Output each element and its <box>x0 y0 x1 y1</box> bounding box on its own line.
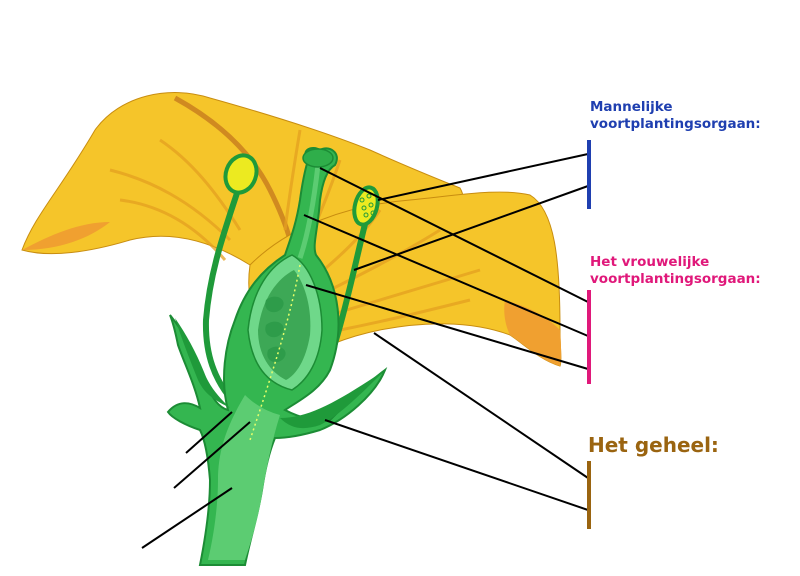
female-organ-label-line2: voortplantingsorgaan: <box>590 271 761 287</box>
leader-right-anther <box>377 153 589 201</box>
male-organ-label-line1: Mannelijke <box>590 99 673 115</box>
male-organ-label: Mannelijke voortplantingsorgaan: <box>590 99 761 133</box>
left-stamen-filament <box>202 189 241 402</box>
leader-receptacle-3 <box>141 487 233 549</box>
left-anther <box>223 153 259 195</box>
ovules <box>265 296 286 363</box>
leader-ovary <box>305 284 589 370</box>
female-organ-label-line1: Het vrouwelijke <box>590 254 710 270</box>
sepal-right <box>280 370 385 429</box>
leader-right-filament <box>353 185 589 271</box>
vascular-line <box>249 264 301 441</box>
back-petal-fold <box>22 222 110 250</box>
leader-receptacle-2 <box>173 421 251 489</box>
leader-lines <box>141 153 589 549</box>
leader-style <box>303 214 589 337</box>
style <box>297 164 321 259</box>
right-anther <box>352 185 380 227</box>
leader-receptacle-1 <box>185 411 233 454</box>
front-petal-shadow <box>504 300 562 366</box>
female-organ-label: Het vrouwelijke voortplantingsorgaan: <box>590 254 761 288</box>
leader-petal <box>373 332 589 479</box>
whole-flower-label: Het geheel: <box>588 433 719 457</box>
receptacle <box>208 395 280 560</box>
pollen-grains <box>359 193 376 218</box>
leader-stigma <box>319 167 589 303</box>
sepal-left <box>175 318 230 408</box>
leader-sepal <box>324 419 589 511</box>
stigma <box>302 148 334 168</box>
male-organ-label-line2: voortplantingsorgaan: <box>590 116 761 132</box>
